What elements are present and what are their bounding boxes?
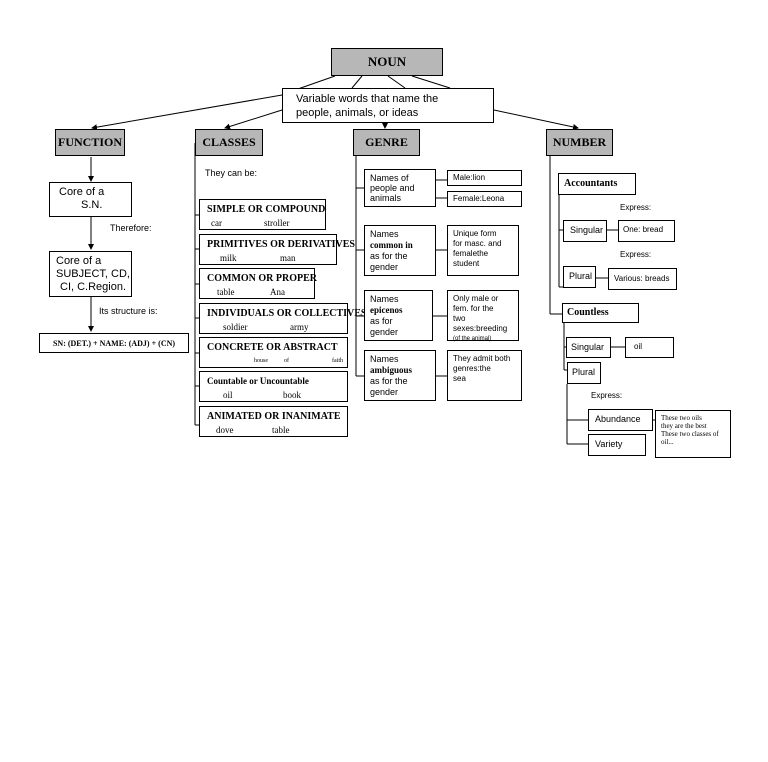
class-countable-uncountable: Countable or Uncountable oil book [199, 371, 348, 402]
class-simple-compound: SIMPLE OR COMPOUND car stroller [199, 199, 326, 230]
class-primitives-derivatives: PRIMITIVES OR DERIVATIVES milk man [199, 234, 355, 265]
variety-box: Variety [588, 434, 646, 456]
core-subject-box: Core of a SUBJECT, CD, CI, C.Region. [49, 251, 132, 297]
noun-definition-box: Variable words that name the people, ani… [282, 88, 494, 123]
genre-animals-box: Names of people and animals [364, 169, 436, 207]
singular-box-2: Singular [566, 337, 611, 358]
accountants-box: Accountants [558, 173, 636, 195]
class-concrete-abstract: CONCRETE OR ABSTRACT house of faith [199, 337, 348, 368]
classes-intro: They can be: [205, 168, 258, 178]
express-label-3: Express: [591, 391, 623, 400]
singular-box-1: Singular [563, 220, 607, 242]
plural-box-2: Plural [567, 362, 601, 384]
express-label-1: Express: [620, 203, 652, 212]
countless-box: Countless [562, 303, 639, 323]
definition-line-1: Variable words that name the [296, 93, 439, 105]
oil-box: oil [625, 337, 674, 358]
oils-note-box: These two oils they are the best These t… [655, 410, 731, 458]
therefore-label: Therefore: [110, 223, 152, 233]
structure-label: Its structure is: [99, 306, 158, 316]
genre-header: GENRE [353, 129, 420, 156]
plural-box-1: Plural [563, 266, 596, 288]
abundance-box: Abundance [588, 409, 653, 431]
function-header: FUNCTION [55, 129, 125, 156]
number-header: NUMBER [546, 129, 613, 156]
various-breads-box: Various: breads [608, 268, 677, 290]
classes-header: CLASSES [195, 129, 263, 156]
noun-title: NOUN [367, 54, 407, 69]
noun-root-box: NOUN [331, 48, 443, 76]
genre-ambiguous-box: Names ambiguous as for the gender [364, 350, 436, 401]
one-bread-box: One: bread [618, 220, 675, 242]
definition-line-2: people, animals, or ideas [296, 107, 419, 119]
genre-ambiguous-desc: They admit both genres:the sea [447, 350, 522, 401]
genre-male-box: Male:lion [447, 170, 522, 186]
genre-common-desc: Unique form for masc. and femalethe stud… [447, 225, 519, 276]
class-individuals-collectives: INDIVIDUALS OR COLLECTIVES soldier army [199, 303, 366, 334]
genre-epicenos-desc: Only male or fem. for the two sexes:bree… [447, 290, 519, 342]
express-label-2: Express: [620, 250, 652, 259]
genre-epicenos-box: Names epicenos as for gender [364, 290, 433, 341]
core-sn-box: Core of a S.N. [49, 182, 132, 217]
genre-female-box: Female:Leona [447, 191, 522, 207]
structure-formula-box: SN: (DET.) + NAME: (ADJ) + (CN) [39, 333, 189, 353]
genre-common-box: Names common in as for the gender [364, 225, 436, 276]
class-animated-inanimate: ANIMATED OR INANIMATE dove table [199, 406, 348, 437]
class-common-proper: COMMON OR PROPER table Ana [199, 268, 317, 299]
